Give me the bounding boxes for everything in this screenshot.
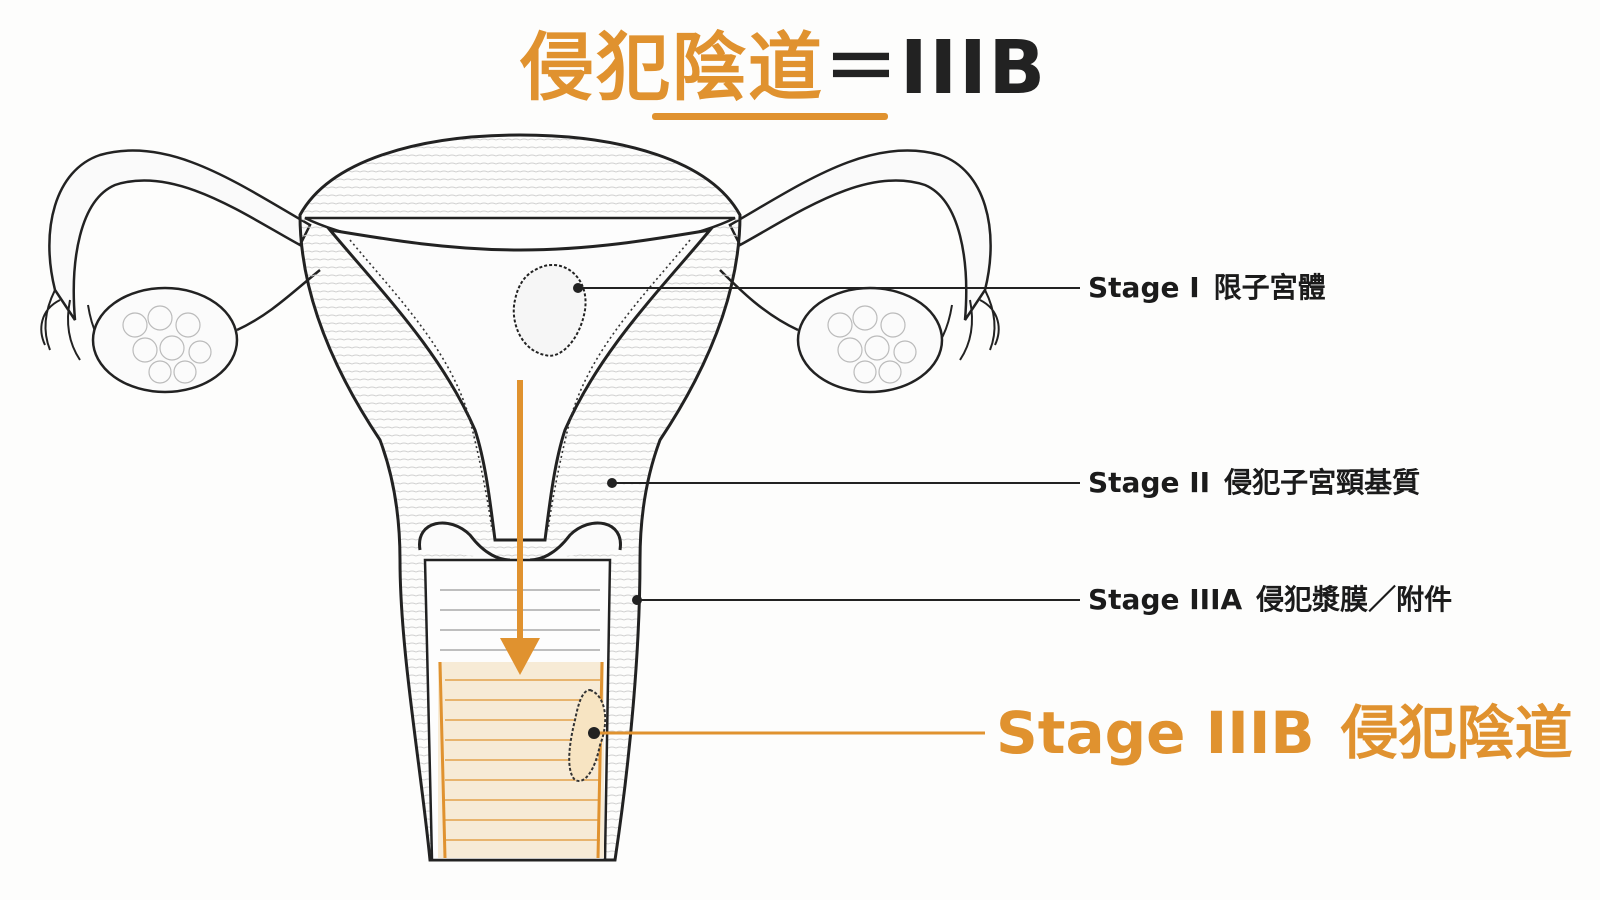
vaginal-tumor — [568, 688, 607, 782]
endometrial-tumor — [512, 264, 587, 357]
title-underline — [652, 113, 888, 120]
right-ovary — [796, 286, 944, 394]
title-equals: ＝IIIB — [824, 25, 1048, 111]
spread-arrow-head — [500, 638, 540, 675]
left-ovary — [91, 286, 239, 394]
diagram-title: 侵犯陰道＝IIIB — [520, 18, 1047, 118]
title-highlight: 侵犯陰道 — [520, 25, 824, 111]
